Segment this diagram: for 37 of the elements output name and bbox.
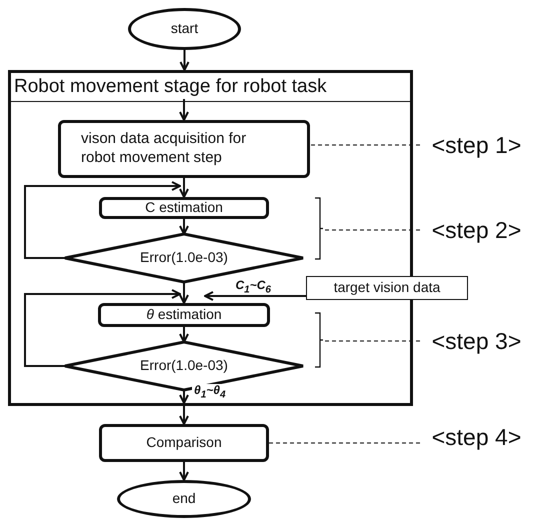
container-title: Robot movement stage for robot task: [11, 73, 410, 102]
arrow: [179, 406, 189, 425]
arrow: [204, 291, 306, 301]
arrow: [179, 219, 189, 235]
arrow: [179, 282, 189, 304]
process-box: [98, 303, 270, 327]
leader-line: [268, 442, 420, 444]
arrow: [24, 289, 181, 367]
condition-label: Error(1.0e-03): [140, 249, 228, 267]
input-label: target vision data: [334, 279, 440, 297]
condition-label: Error(1.0e-03): [140, 357, 228, 375]
leader-line: [310, 144, 420, 146]
process-label: θ estimation: [146, 306, 222, 324]
terminal-label: end: [172, 490, 196, 508]
arrow: [179, 327, 189, 343]
step-label: <step 4>: [432, 422, 522, 452]
terminal-label: start: [170, 20, 198, 38]
process-box: [99, 197, 269, 219]
arrow: [179, 178, 189, 198]
process-box: [99, 424, 269, 462]
process-label: C estimation: [145, 199, 223, 217]
decision-diamond: [65, 234, 303, 282]
edge-label: C$_{1}$~C$_{6}$: [234, 279, 273, 296]
step-label: <step 1>: [432, 130, 522, 160]
process-label: Comparison: [146, 434, 222, 452]
process-label: vison data acquisition for robot movement step: [81, 130, 248, 168]
edge-label: θ$_{1}$~θ$_{4}$: [192, 384, 228, 400]
input-box: [306, 276, 468, 300]
step-label: <step 2>: [432, 216, 522, 244]
arrow: [179, 390, 189, 404]
arrow: [180, 50, 190, 71]
stage-container: [8, 70, 413, 406]
arrow: [179, 99, 189, 121]
process-box: [58, 120, 310, 178]
arrow: [24, 181, 181, 259]
arrow: [179, 462, 189, 481]
step-label: <step 3>: [432, 326, 522, 356]
